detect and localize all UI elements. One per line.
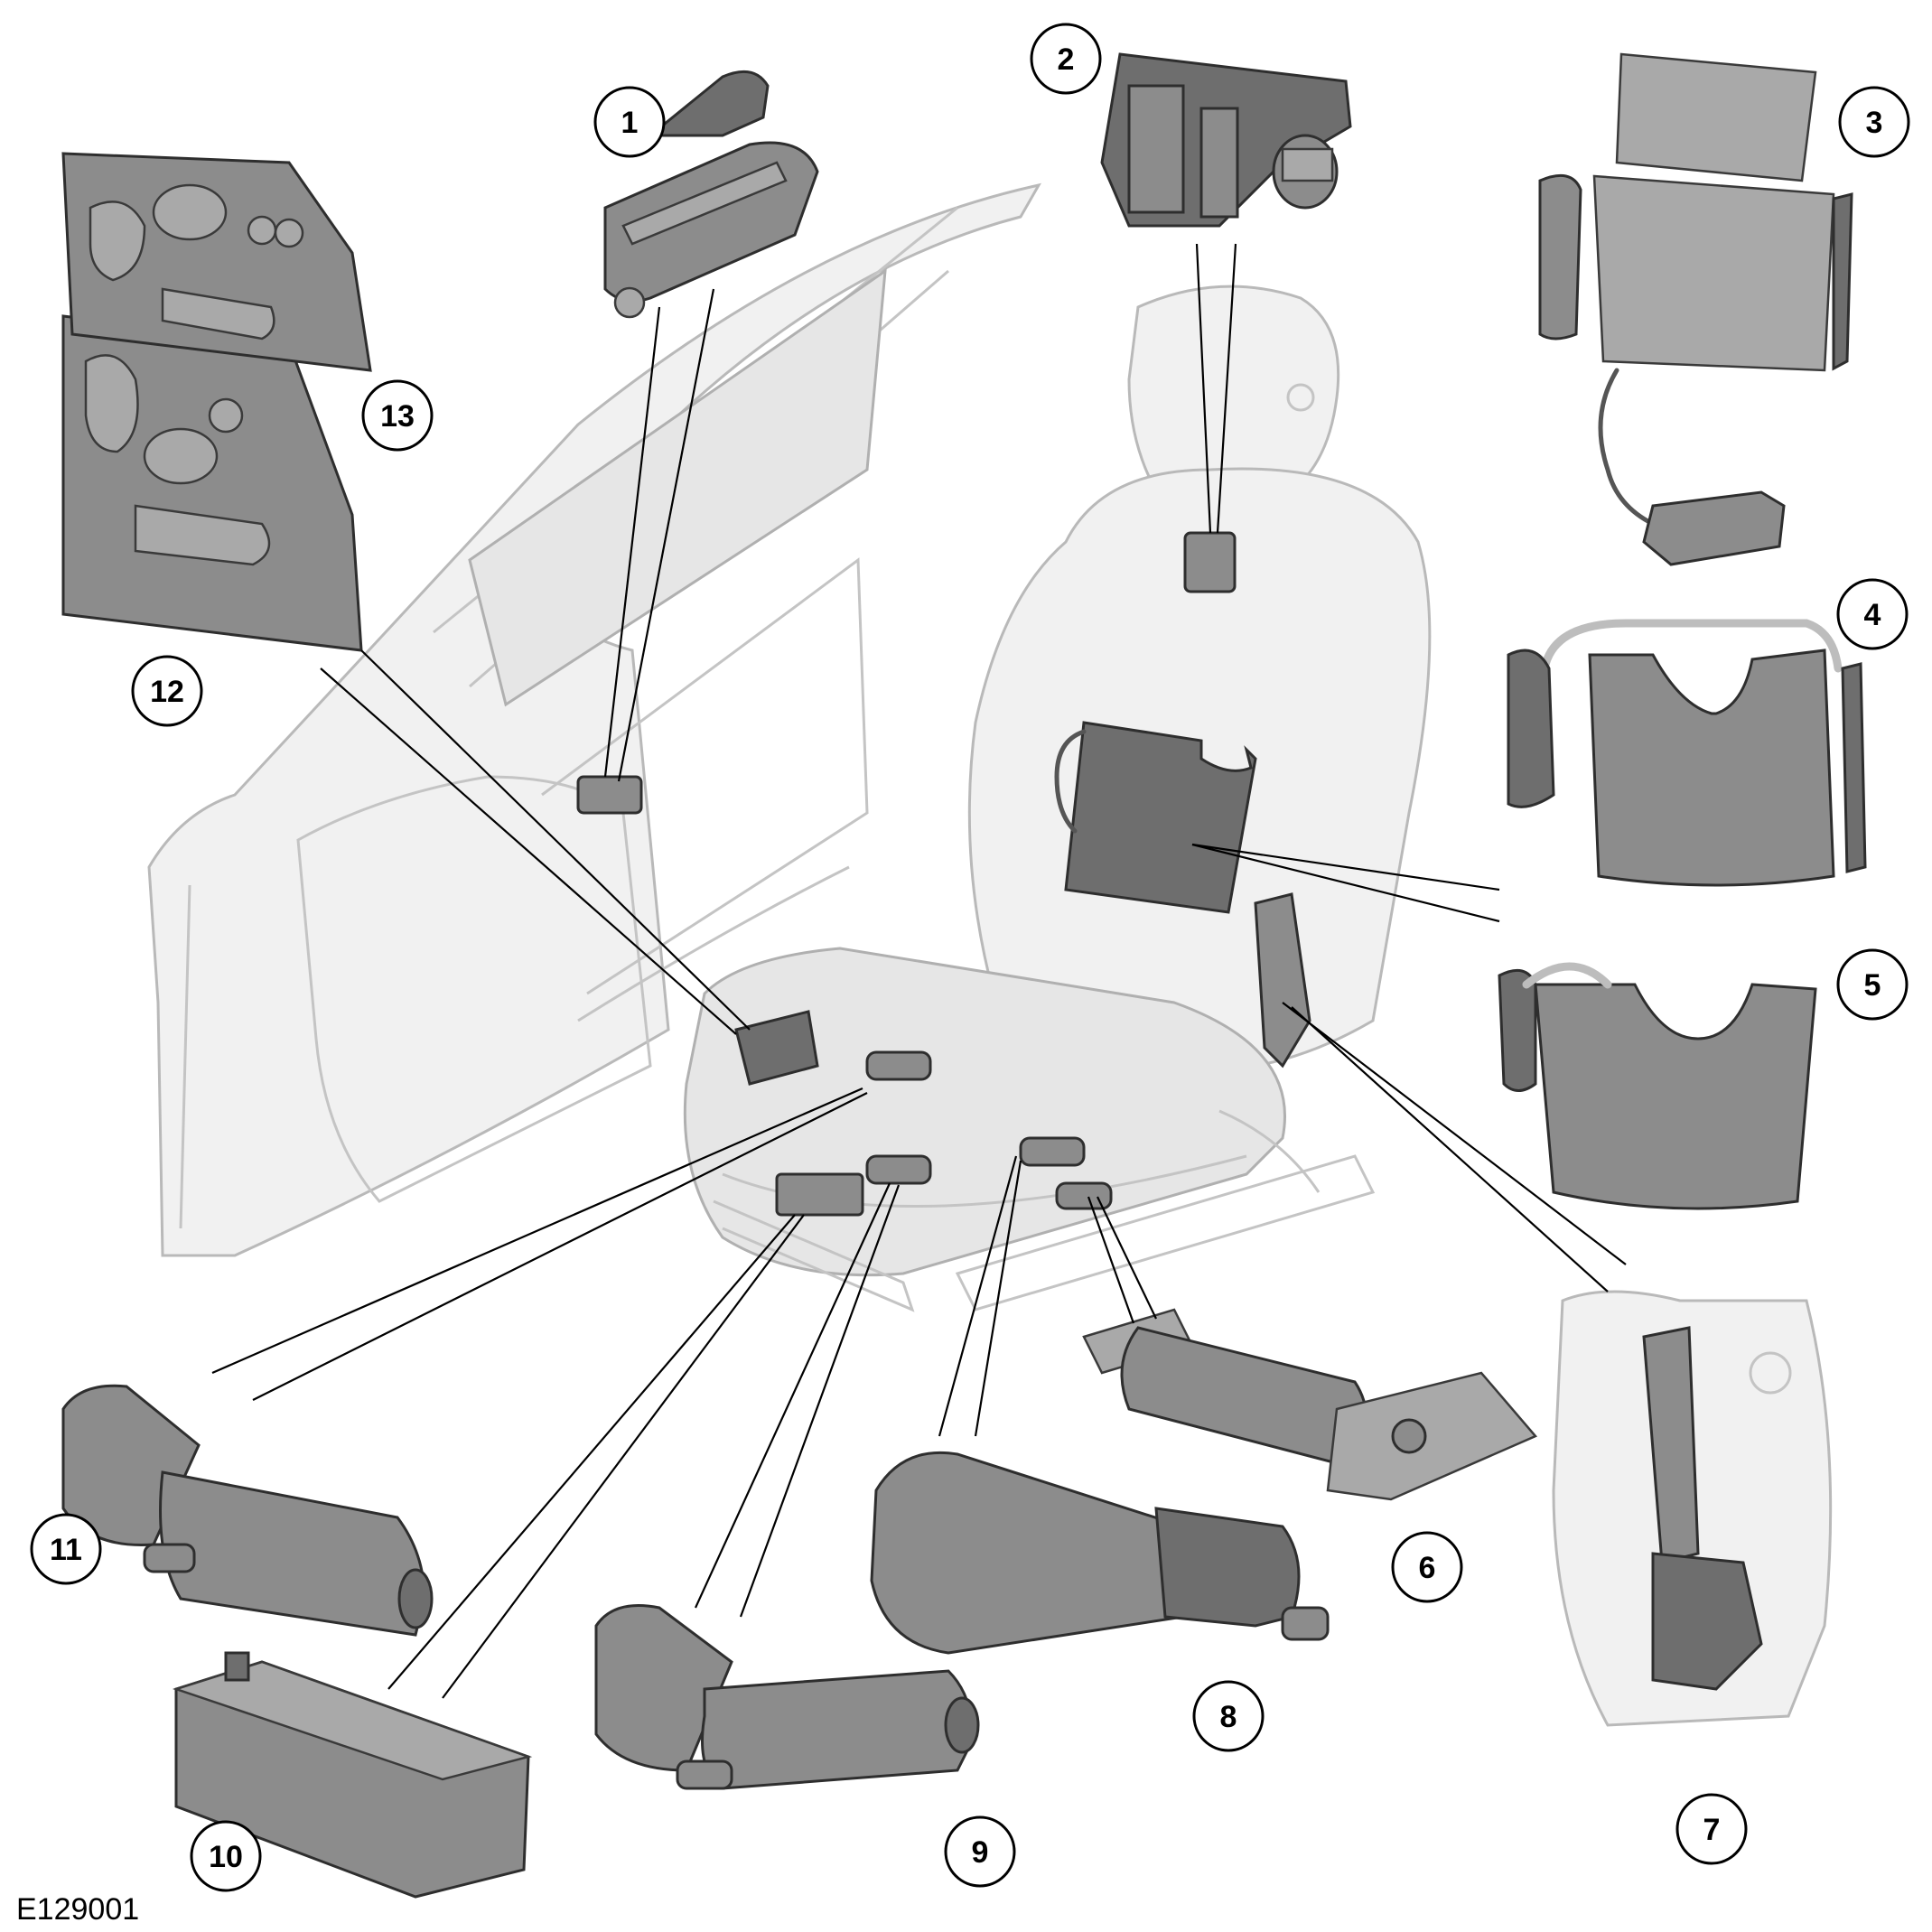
component-8-motor bbox=[870, 1451, 1330, 1655]
component-7-recline-motor bbox=[1552, 1290, 1833, 1727]
component-3-heater-mat-assembly bbox=[1538, 52, 1853, 566]
component-6-motor-bracket bbox=[1082, 1308, 1538, 1501]
component-4-heater-mat-blower bbox=[1507, 619, 1867, 887]
callout-6: 6 bbox=[1391, 1531, 1463, 1603]
callout-9: 9 bbox=[944, 1815, 1016, 1888]
door-context bbox=[147, 182, 1041, 1257]
callout-1-label: 1 bbox=[621, 106, 639, 140]
callout-1: 1 bbox=[593, 86, 666, 158]
callout-12: 12 bbox=[131, 655, 203, 727]
callout-11: 11 bbox=[30, 1513, 102, 1585]
callout-8-label: 8 bbox=[1220, 1700, 1237, 1734]
component-1-door-switch-pack bbox=[603, 70, 819, 319]
callout-7-label: 7 bbox=[1703, 1813, 1721, 1847]
callout-3: 3 bbox=[1838, 86, 1910, 158]
callout-4: 4 bbox=[1836, 578, 1909, 650]
callout-13-label: 13 bbox=[380, 399, 415, 434]
figure-code: E129001 bbox=[16, 1892, 139, 1927]
installed-motor-6 bbox=[1055, 1181, 1113, 1210]
installed-module-10 bbox=[775, 1172, 864, 1217]
cushion-heater-installed bbox=[734, 1010, 819, 1086]
component-5-heater-mat bbox=[1498, 962, 1817, 1210]
component-9-motor bbox=[594, 1604, 980, 1790]
installed-motor-9 bbox=[865, 1154, 932, 1185]
callout-2-label: 2 bbox=[1058, 42, 1075, 77]
component-10-control-module bbox=[172, 1651, 533, 1899]
callout-10: 10 bbox=[190, 1820, 262, 1892]
callout-12-label: 12 bbox=[150, 675, 184, 709]
component-11-motor bbox=[61, 1384, 434, 1637]
component-12-seat-switch-pack bbox=[61, 314, 363, 652]
installed-door-switch bbox=[576, 775, 643, 815]
callout-10-label: 10 bbox=[209, 1840, 243, 1874]
installed-motor-8 bbox=[1019, 1136, 1086, 1167]
backrest-heater-wiring bbox=[1054, 729, 1087, 834]
callout-11-label: 11 bbox=[50, 1533, 82, 1567]
leader-lines bbox=[211, 243, 1627, 1699]
callout-9-label: 9 bbox=[972, 1835, 989, 1870]
component-2-memory-module bbox=[1100, 52, 1352, 228]
installed-memory-module bbox=[1183, 531, 1237, 593]
callout-5-label: 5 bbox=[1864, 968, 1881, 1003]
callout-8: 8 bbox=[1192, 1680, 1265, 1752]
component-13-seat-switch-pack bbox=[61, 152, 372, 372]
backrest-heater-mat-installed bbox=[1064, 721, 1257, 914]
callout-2: 2 bbox=[1030, 23, 1102, 95]
callout-13: 13 bbox=[361, 379, 434, 452]
callout-7: 7 bbox=[1675, 1793, 1748, 1865]
callout-3-label: 3 bbox=[1866, 106, 1883, 140]
callout-4-label: 4 bbox=[1864, 598, 1881, 632]
installed-cushion-motor bbox=[865, 1050, 932, 1081]
installed-recline-motor bbox=[1254, 892, 1311, 1069]
callout-5: 5 bbox=[1836, 948, 1909, 1021]
callout-6-label: 6 bbox=[1419, 1551, 1436, 1585]
